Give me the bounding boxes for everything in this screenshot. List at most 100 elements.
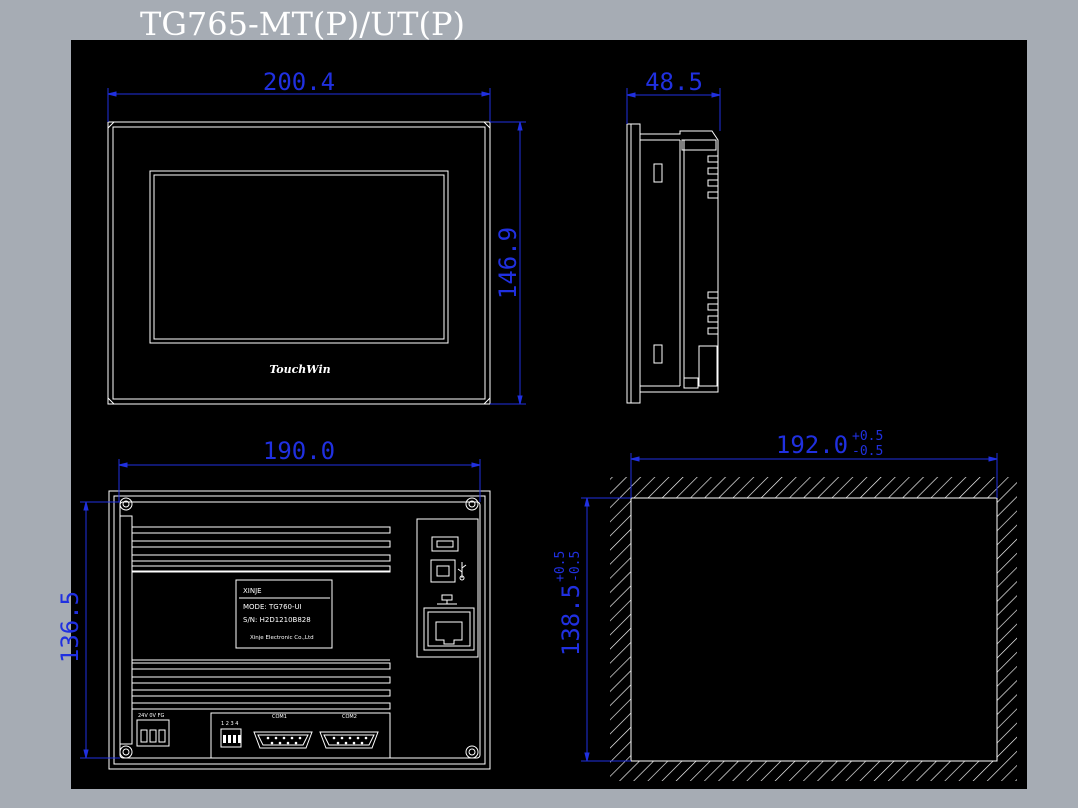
com1-port — [253, 731, 313, 749]
screw — [465, 745, 479, 759]
io-panel — [416, 518, 479, 658]
screw-head — [122, 500, 130, 508]
com2-port — [319, 731, 379, 749]
cutout-width-tol-minus: -0.5 — [852, 444, 883, 459]
front-bezel-inner — [112, 126, 486, 400]
screw-head — [122, 748, 130, 756]
com-pin — [360, 741, 364, 745]
side-fin — [707, 291, 719, 299]
screw — [465, 497, 479, 511]
dip-key — [238, 735, 241, 743]
front-dimensions — [107, 88, 526, 405]
vent-fin — [131, 565, 391, 573]
nameplate-serial: S/N: H2D1210B828 — [243, 616, 311, 624]
front-height-dim: 146.9 — [494, 227, 522, 299]
com-pin — [294, 741, 298, 745]
com-pin — [298, 736, 302, 740]
rear-housing-inner — [113, 495, 486, 765]
com-pin — [282, 736, 286, 740]
vent-fin — [131, 689, 391, 697]
com-pin — [348, 736, 352, 740]
front-bezel-outer — [107, 121, 491, 405]
drawing-title: TG765-MT(P)/UT(P) — [140, 5, 465, 43]
screen-outer — [149, 170, 449, 344]
side-view — [626, 123, 719, 404]
com-pin — [340, 736, 344, 740]
dip-label: 1 2 3 4 — [221, 721, 239, 727]
side-dimensions — [626, 88, 721, 131]
cutout-height-tol-minus: -0.5 — [568, 551, 583, 582]
bottom-connector-area — [210, 712, 391, 759]
side-fin — [707, 167, 719, 175]
side-depth-dim: 48.5 — [645, 68, 703, 96]
vent-fin — [131, 526, 391, 534]
cutout-height-dim: 138.5 — [557, 584, 585, 656]
front-view — [107, 121, 491, 405]
cutout-height-tol-plus: +0.5 — [553, 551, 568, 582]
nameplate-company: Xinje Electronic Co.,Ltd — [250, 635, 314, 641]
com-pin — [336, 741, 340, 745]
com1-label: COM1 — [272, 714, 287, 720]
screen-inner — [153, 174, 445, 340]
rear-dimensions — [80, 459, 481, 759]
rear-screws — [119, 497, 479, 759]
com-pin — [286, 741, 290, 745]
screw-head — [468, 748, 476, 756]
network-icon — [437, 594, 457, 605]
front-width-dim: 200.4 — [263, 68, 335, 96]
nameplate-model: MODE: TG760-UI — [243, 603, 302, 611]
nameplate — [235, 579, 333, 649]
screw-head — [468, 500, 476, 508]
side-fin — [707, 179, 719, 187]
rear-housing-outer — [108, 490, 491, 770]
usb-a-port — [431, 536, 459, 552]
com-pin — [278, 741, 282, 745]
com-pin — [344, 741, 348, 745]
rear-width-dim: 190.0 — [263, 437, 335, 465]
dip-key — [223, 735, 226, 743]
side-fin — [707, 315, 719, 323]
cutout-width-dim: 192.0 — [776, 431, 848, 459]
panel-cutout — [610, 477, 1017, 781]
side-fin — [707, 191, 719, 199]
side-fins — [707, 155, 719, 335]
usb-icon — [457, 562, 467, 581]
rear-height-dim: 136.5 — [56, 591, 84, 663]
ethernet-port — [423, 607, 475, 651]
side-fin — [707, 155, 719, 163]
screw — [119, 497, 133, 511]
usb-b-port — [430, 559, 456, 583]
nameplate-brand: XINJE — [243, 587, 262, 595]
dip-key — [233, 735, 236, 743]
power-label: 24V 0V FG — [138, 713, 164, 719]
vent-fin — [131, 676, 391, 684]
com-pin — [352, 741, 356, 745]
rear-vent-fins — [131, 526, 391, 710]
dip-key — [228, 735, 231, 743]
com-pin — [266, 736, 270, 740]
side-fin — [707, 303, 719, 311]
vent-fin — [131, 702, 391, 710]
com-pin — [356, 736, 360, 740]
cutout-dimensions — [581, 453, 998, 762]
cutout-width-tol-plus: +0.5 — [852, 429, 883, 444]
vent-fin — [131, 662, 391, 670]
side-fin — [707, 327, 719, 335]
com-pins — [266, 736, 368, 745]
rear-view — [108, 490, 491, 770]
com2-label: COM2 — [342, 714, 357, 720]
com-pin — [270, 741, 274, 745]
front-logo: TouchWin — [269, 363, 330, 376]
vent-fin — [131, 540, 391, 548]
screw — [119, 745, 133, 759]
com-pin — [332, 736, 336, 740]
vent-fin — [131, 554, 391, 562]
com-pin — [364, 736, 368, 740]
com-pin — [274, 736, 278, 740]
power-terminal — [136, 719, 170, 747]
dip-switch-keys — [223, 735, 241, 743]
com-pin — [290, 736, 294, 740]
side-bezel — [626, 123, 641, 404]
rear-panel-sidebar — [119, 515, 133, 745]
